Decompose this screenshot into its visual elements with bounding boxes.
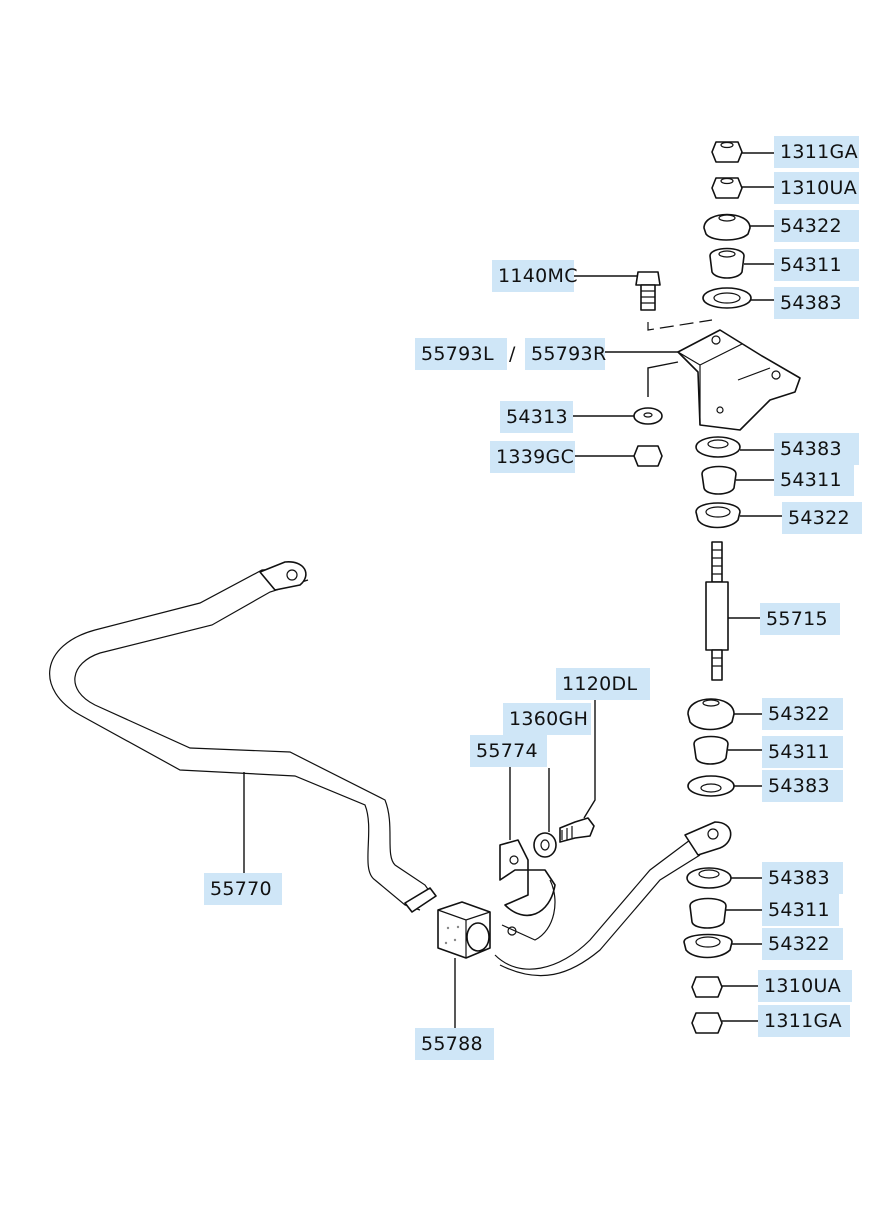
- callout-54383-top[interactable]: 54383: [774, 287, 859, 319]
- callout-55770[interactable]: 55770: [204, 873, 282, 905]
- callout-1311GA-top[interactable]: 1311GA: [774, 136, 859, 168]
- callout-55715[interactable]: 55715: [760, 603, 840, 635]
- clamp-55774-drawing: [499, 839, 556, 941]
- callout-1310UA-bot[interactable]: 1310UA: [758, 970, 852, 1002]
- callout-55793L[interactable]: 55793L: [415, 338, 507, 370]
- callout-54311-mid[interactable]: 54311: [774, 464, 854, 496]
- callout-54322-low[interactable]: 54322: [762, 698, 843, 730]
- stabilizer-bar-drawing: [49, 561, 732, 977]
- callout-1140MC[interactable]: 1140MC: [492, 260, 578, 292]
- callout-55793R[interactable]: 55793R: [525, 338, 606, 370]
- bushing-55788-drawing: [437, 901, 491, 959]
- callout-54383-mid[interactable]: 54383: [774, 433, 859, 465]
- callout-54313[interactable]: 54313: [500, 401, 573, 433]
- callout-55788[interactable]: 55788: [415, 1028, 494, 1060]
- callout-54311-top[interactable]: 54311: [774, 249, 859, 281]
- callout-54322-mid[interactable]: 54322: [782, 502, 862, 534]
- callout-54322-bot[interactable]: 54322: [762, 928, 843, 960]
- callout-54311-bot[interactable]: 54311: [762, 894, 839, 926]
- callout-54322-top[interactable]: 54322: [774, 210, 859, 242]
- callout-1311GA-bot[interactable]: 1311GA: [758, 1005, 850, 1037]
- callout-55774[interactable]: 55774: [470, 735, 547, 767]
- callout-54383-bot[interactable]: 54383: [762, 862, 843, 894]
- callout-separator: /: [509, 343, 516, 365]
- callout-54311-low[interactable]: 54311: [762, 736, 843, 768]
- callout-1360GH[interactable]: 1360GH: [503, 703, 591, 735]
- callout-54383-low[interactable]: 54383: [762, 770, 843, 802]
- callout-1310UA-top[interactable]: 1310UA: [774, 172, 859, 204]
- leader-lines: [243, 152, 782, 1028]
- callout-1339GC[interactable]: 1339GC: [490, 441, 575, 473]
- fasteners-drawing: [533, 817, 595, 858]
- callout-1120DL[interactable]: 1120DL: [556, 668, 650, 700]
